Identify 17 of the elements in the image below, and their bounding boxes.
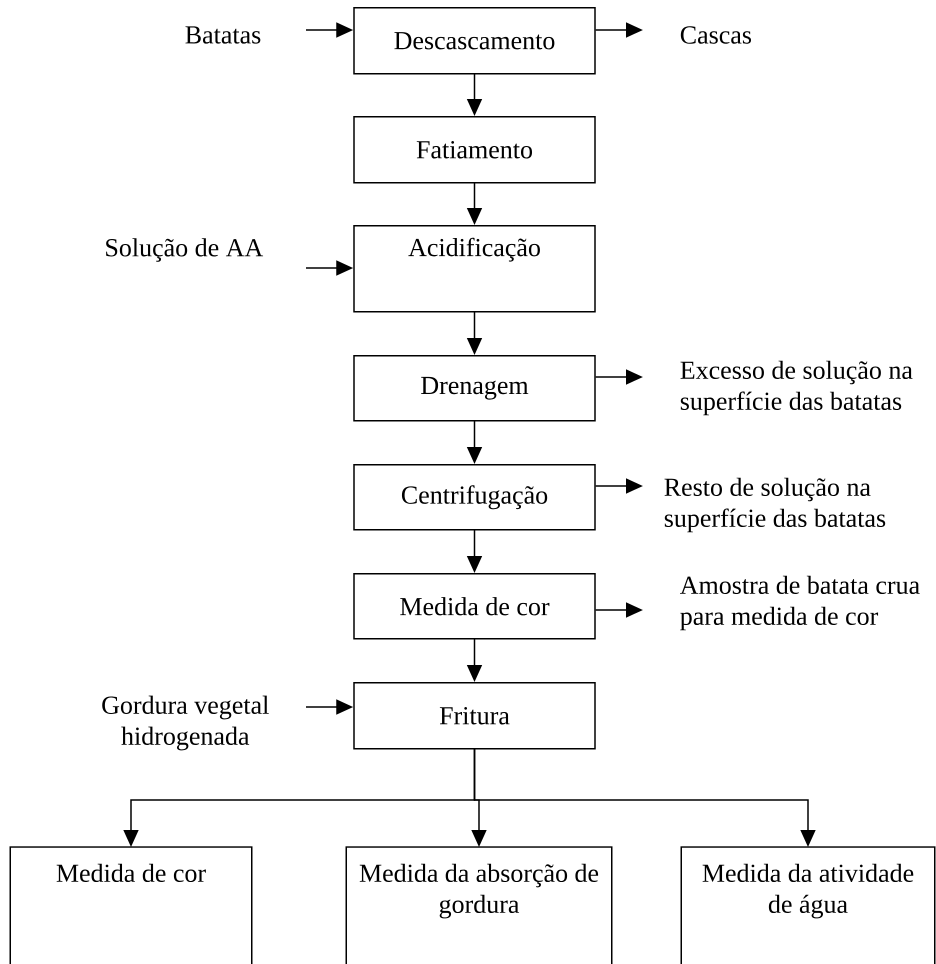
step-box: Medida de cor	[353, 573, 596, 640]
flow-text: Resto de solução na superfície das batatas	[664, 478, 886, 532]
step-box: Medida de cor	[10, 846, 252, 964]
step-box: Fritura	[353, 682, 596, 750]
step-box: Drenagem	[353, 355, 596, 422]
flow-text: Amostra de batata crua para medida de cor	[680, 576, 920, 630]
flow-text: Cascas	[680, 26, 751, 44]
step-box: Centrifugação	[353, 464, 596, 530]
step-box: Fatiamento	[353, 116, 596, 184]
step-box: Descascamento	[353, 7, 596, 74]
flow-text: Solução de AA	[106, 238, 264, 262]
flow-text: Excesso de solução na superfície das batatas	[680, 360, 913, 416]
step-box: Medida da absorção de gordura	[346, 846, 612, 964]
step-box: Medida da atividade de água	[680, 846, 936, 964]
step-box: Acidificação	[353, 225, 596, 312]
flow-text: Gordura vegetal hidrogenada	[102, 696, 269, 750]
flow-text: Batatas	[185, 26, 260, 44]
